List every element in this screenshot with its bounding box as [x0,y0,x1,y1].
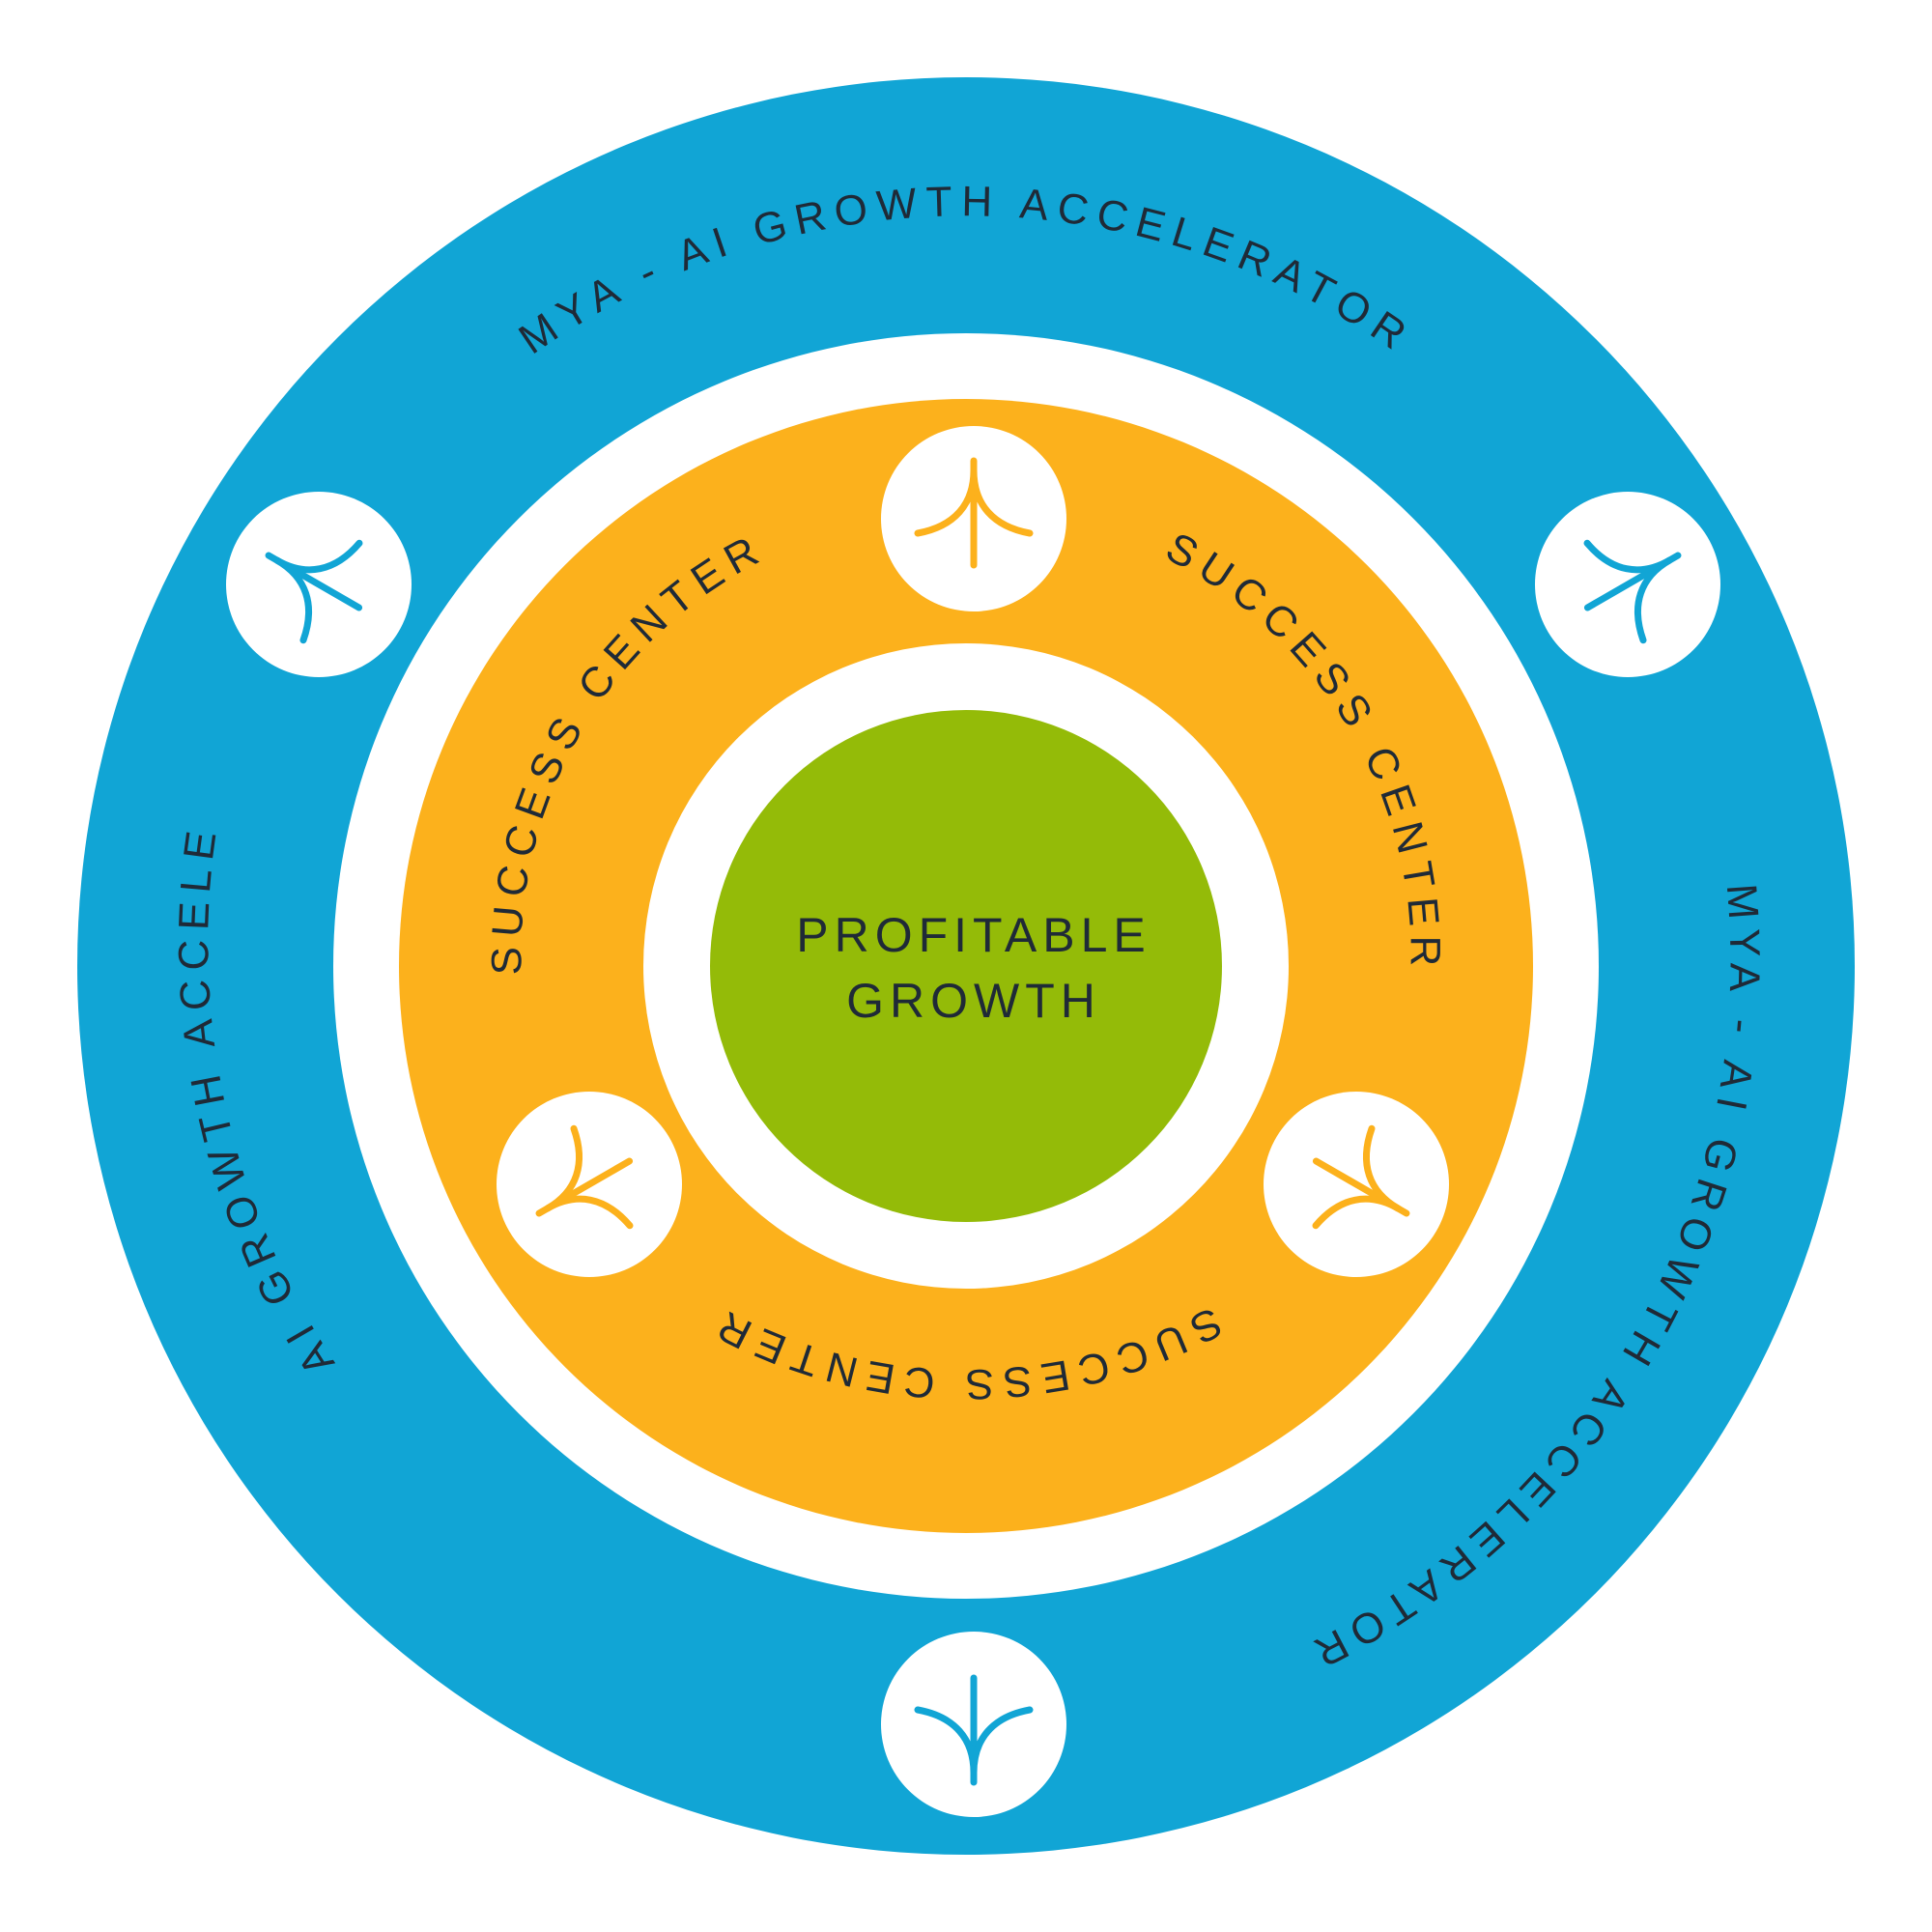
center-circle [710,710,1222,1222]
center-label-line2: GROWTH [846,974,1101,1028]
sprout-arrow-icon [497,1092,682,1277]
sprout-arrow-icon [1264,1092,1449,1277]
sprout-arrow-icon [1535,492,1720,677]
sprout-arrow-icon [881,1632,1066,1817]
sprout-arrow-icon [226,492,412,677]
center-label-line1: PROFITABLE [796,908,1151,962]
sprout-arrow-icon [881,426,1066,611]
